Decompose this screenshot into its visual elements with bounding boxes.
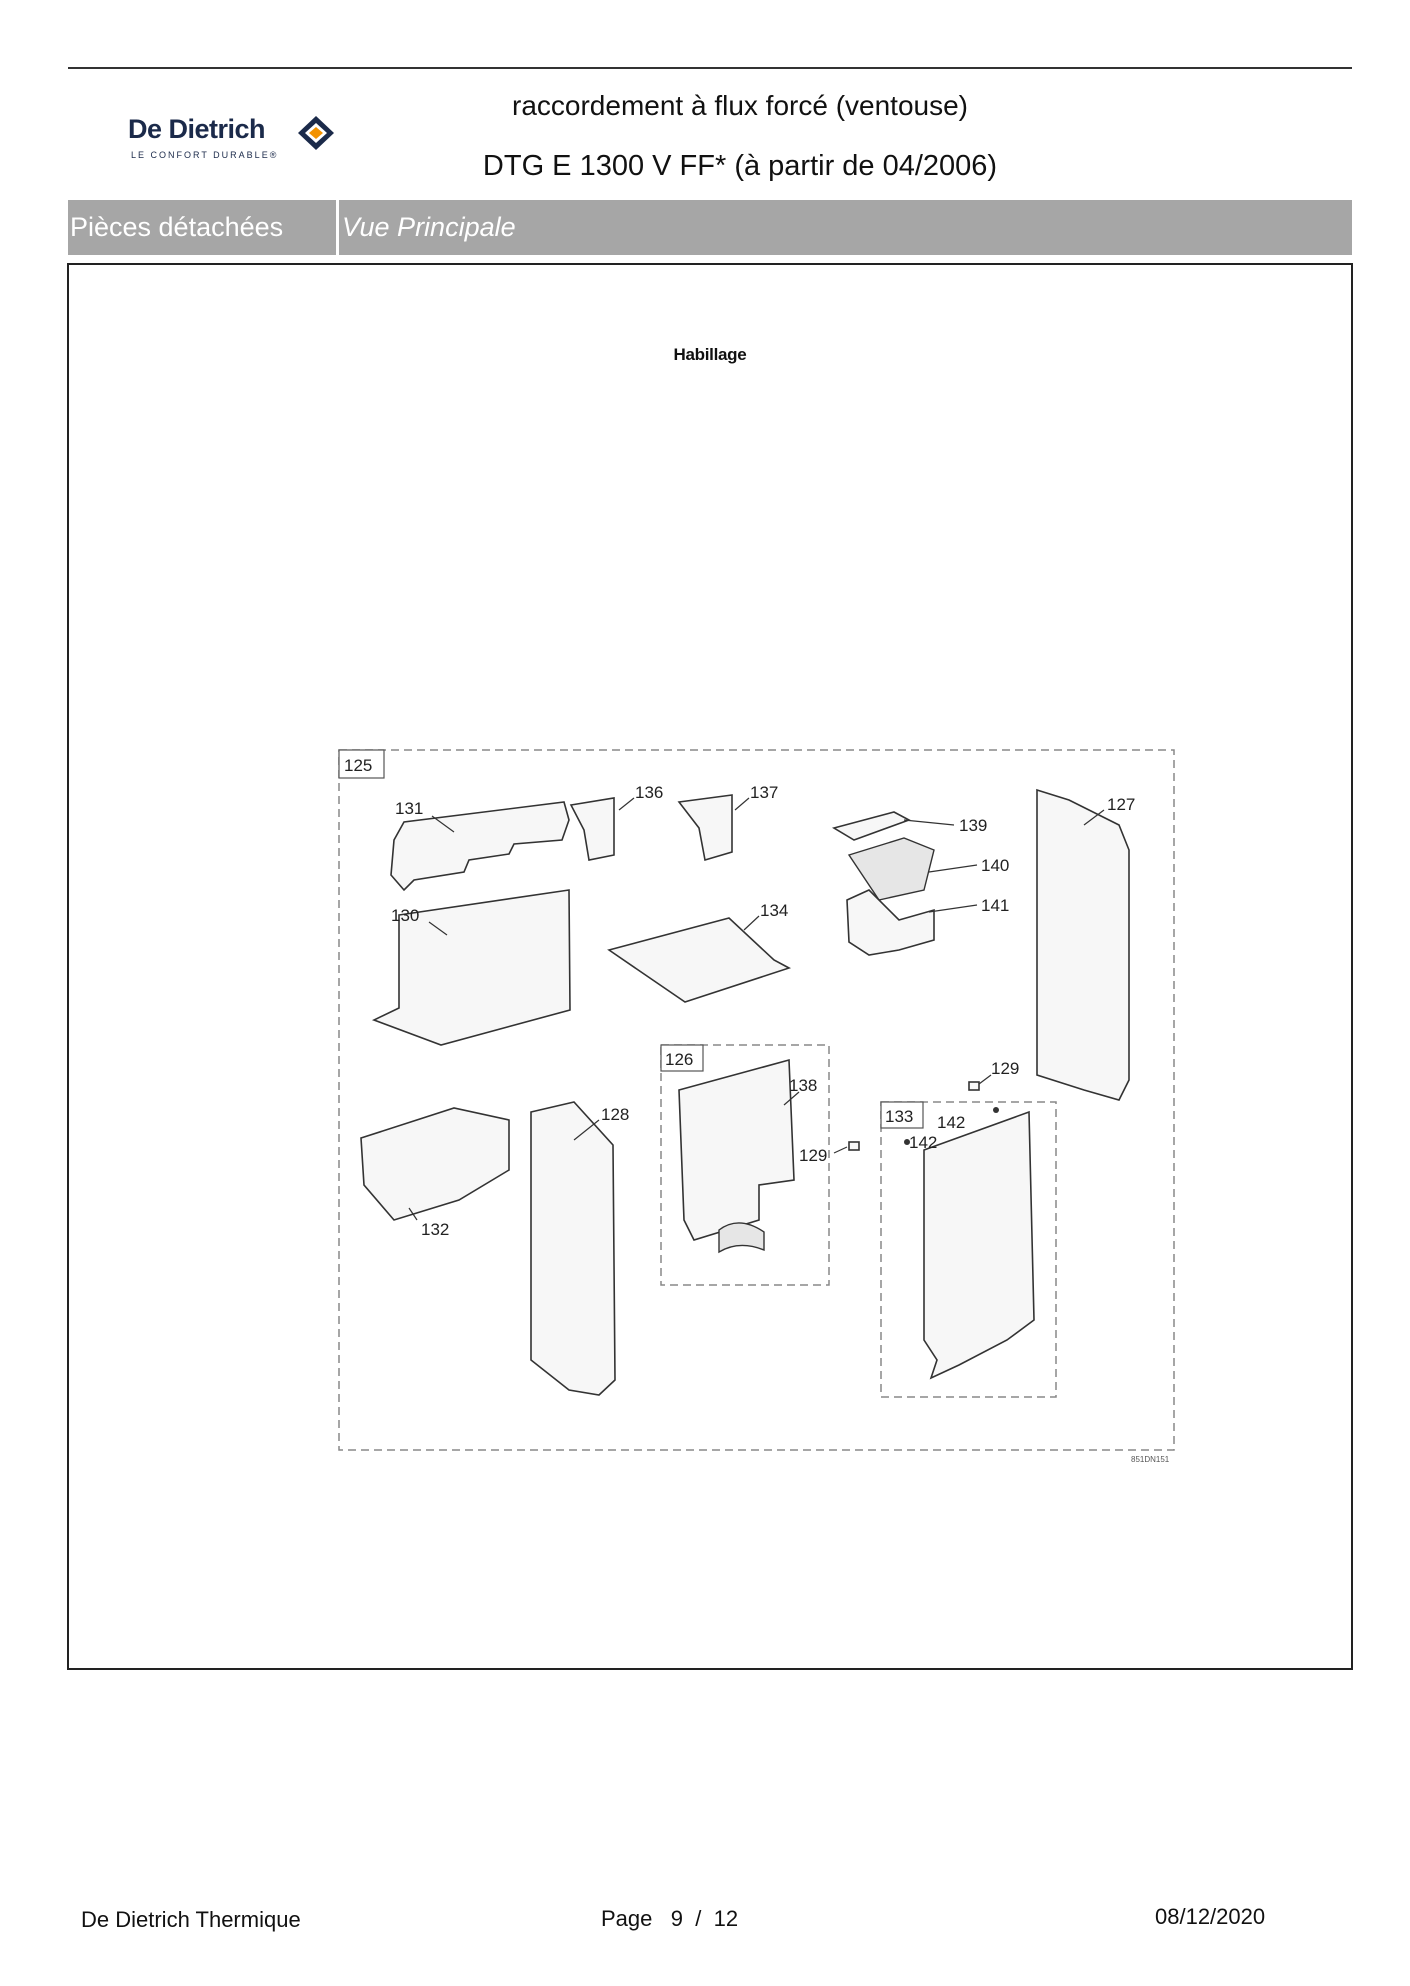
callout-133: 133 [885,1107,913,1126]
leader-137 [734,797,750,811]
section-label-parts: Pièces détachées [70,212,284,242]
footer-company: De Dietrich Thermique [81,1907,301,1932]
diagram-title: Habillage [673,345,747,364]
part-127-side-panel [1036,788,1130,1101]
callout-142b: 142 [909,1133,937,1152]
document-subtitle: DTG E 1300 V FF* (à partir de 04/2006) [482,150,998,182]
leader-140 [928,864,978,873]
leader-127 [1083,809,1105,826]
part-128-front-panel [530,1101,616,1396]
section-label-view: Vue Principale [342,212,516,242]
part-140-panel [847,837,935,901]
callout-131: 131 [395,799,423,818]
callout-132: 132 [421,1220,449,1239]
callout-126: 126 [665,1050,693,1069]
leader-141 [928,904,978,913]
section-divider [336,200,339,255]
callout-125: 125 [344,756,372,775]
leader-129a [978,1074,992,1085]
footer-date: 08/12/2020 [1155,1904,1266,1929]
document-title: raccordement à flux forcé (ventouse) [512,90,968,121]
leader-128 [573,1119,600,1141]
part-137-cover [677,794,733,862]
callout-142a: 142 [937,1113,965,1132]
callout-134: 134 [760,901,788,920]
part-133-door [923,1110,1035,1380]
callout-140: 140 [981,856,1009,875]
callout-129b: 129 [799,1146,827,1165]
section-bar: Pièces détachées Vue Principale [68,200,1352,255]
part-142-screw-upper [993,1107,999,1113]
callout-129a: 129 [991,1059,1019,1078]
footer-page-separator: / [695,1906,702,1931]
part-130-panel [371,889,571,1046]
leader-130 [428,921,448,936]
callout-box-125 [338,749,385,779]
callout-box-126 [660,1044,704,1072]
footer-page-current: 9 [670,1906,683,1931]
footer-page-label: Page [601,1906,653,1931]
leader-129b [833,1146,848,1154]
callout-130: 130 [391,906,419,925]
callout-137: 137 [750,783,778,802]
leader-134 [743,915,760,931]
leader-136 [618,797,635,811]
footer-page-total: 12 [713,1906,739,1931]
part-139-frame [831,811,911,841]
leader-138 [783,1091,800,1106]
part-131-bracket [390,801,570,892]
leader-131 [431,815,455,833]
logo-brand-text: De Dietrich [128,114,266,144]
part-132-housing [360,1107,510,1221]
brand-logo: De Dietrich LE CONFORT DURABLE® [128,110,348,170]
footer-page-indicator: Page 9 / 12 [601,1906,738,1932]
assembly-126-outline [660,1044,830,1286]
exploded-parts-diagram: 125 131 130 136 137 134 139 140 141 [338,749,1175,1464]
part-129-bush-upper [968,1081,980,1091]
leader-132 [408,1207,418,1221]
part-126-clamp [718,1222,765,1254]
part-126-back-plate [678,1058,795,1241]
callout-141: 141 [981,896,1009,915]
callout-139: 139 [959,816,987,835]
callout-127: 127 [1107,795,1135,814]
callout-box-133 [880,1101,924,1129]
part-134-tray [607,917,792,1003]
part-136-cover [569,797,615,861]
callout-138: 138 [789,1076,817,1095]
part-141-base [846,889,935,956]
logo-diamond-icon [298,116,334,150]
diagram-frame: Habillage 125 131 130 136 137 134 139 [67,263,1353,1670]
assembly-125-outline [338,749,1175,1451]
leader-139 [903,819,955,826]
logo-tagline: LE CONFORT DURABLE® [131,150,279,160]
part-129-bush-lower [848,1141,860,1151]
diagram-reference-code: 851DN151 [1131,1455,1170,1464]
part-142-screw-lower [904,1139,910,1145]
top-rule [68,67,1352,69]
callout-136: 136 [635,783,663,802]
callout-128: 128 [601,1105,629,1124]
